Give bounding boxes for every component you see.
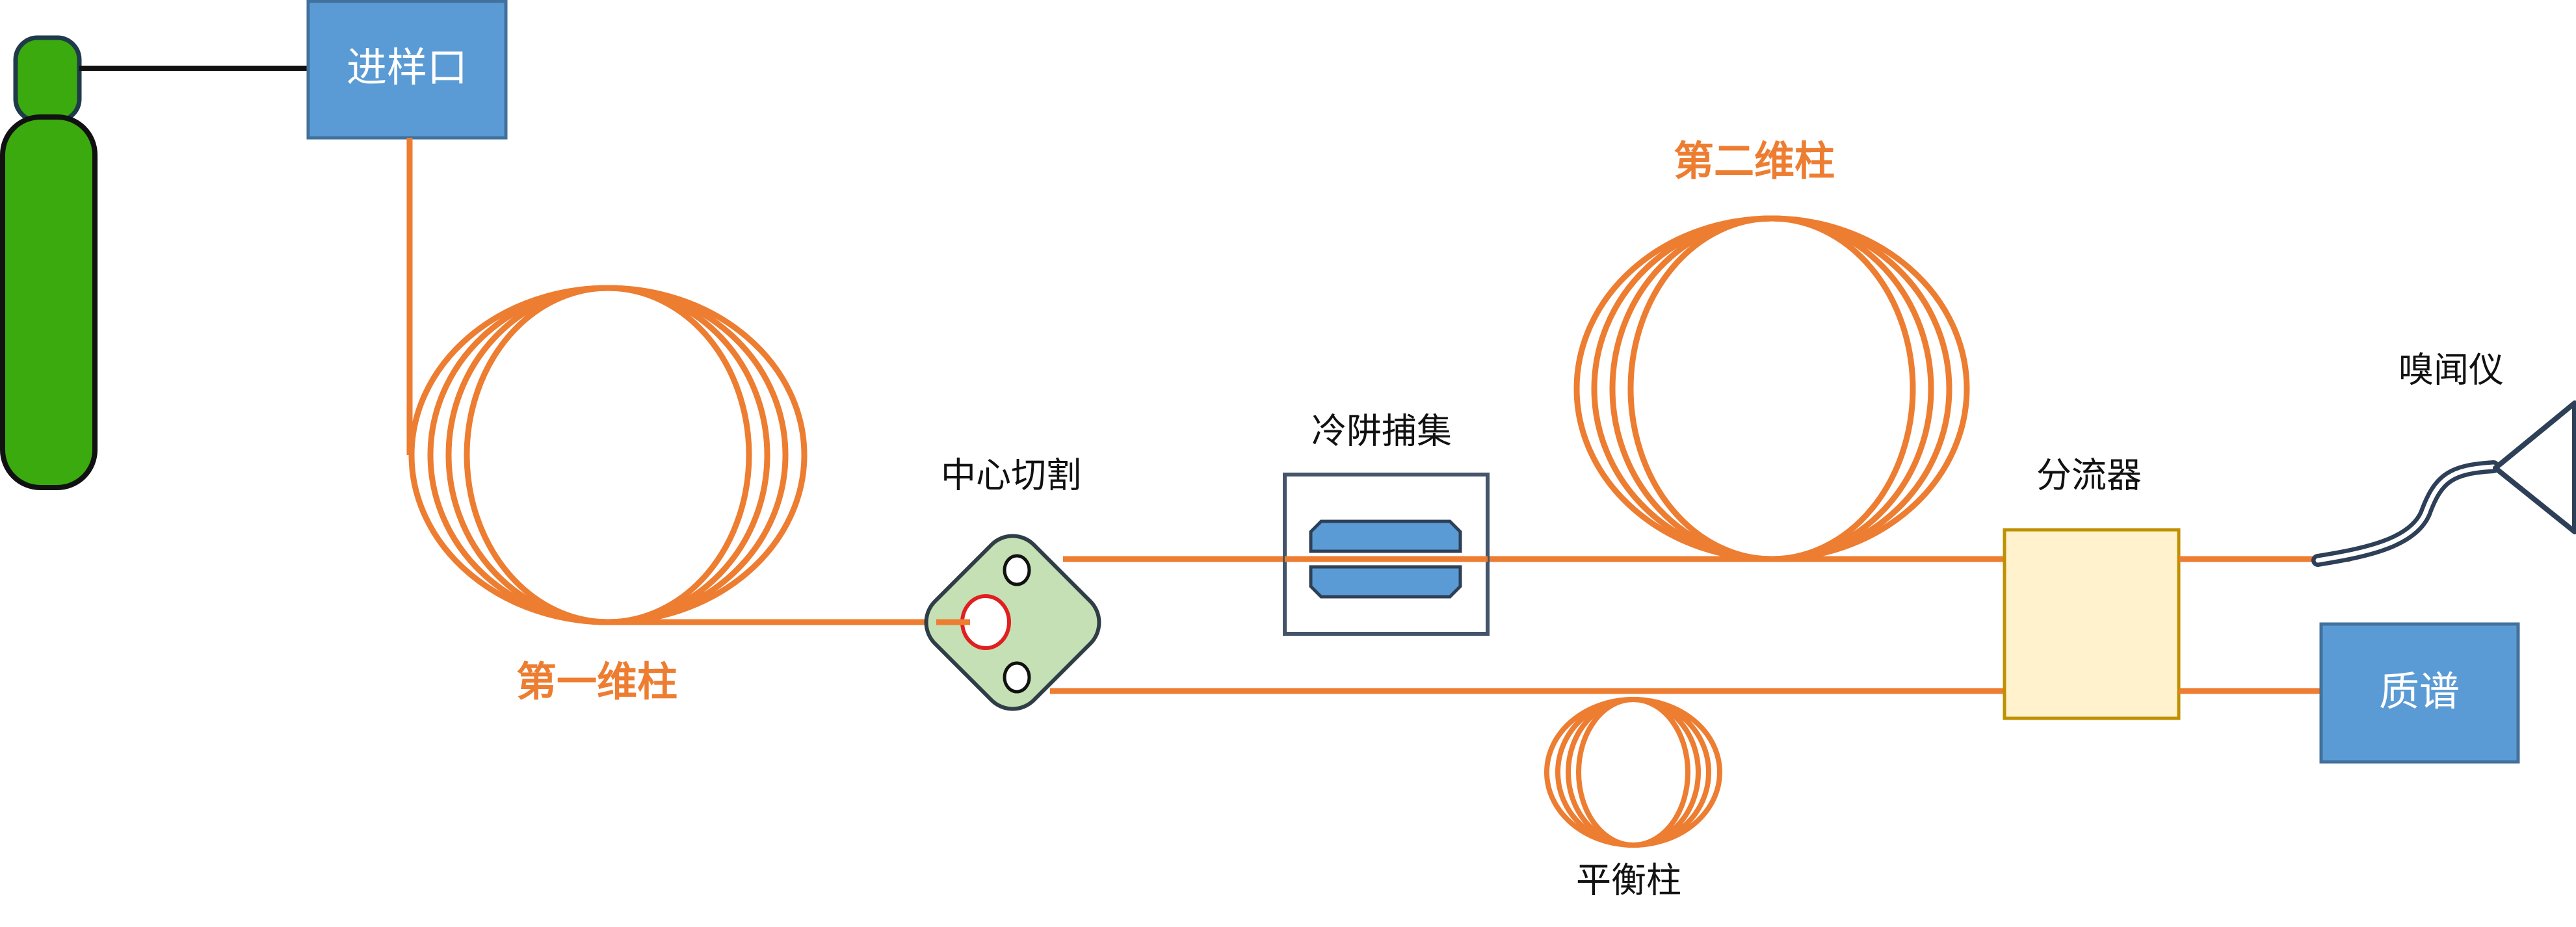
splitter-label: 分流器 <box>2036 455 2142 496</box>
cylinder-valve-cap <box>13 35 82 124</box>
sniff-transfer-line <box>2311 460 2500 567</box>
balance-column-coil <box>1544 697 1722 848</box>
balance-column-label: 平衡柱 <box>1576 860 1681 901</box>
cylinder-body <box>0 114 98 490</box>
mass-spec-box <box>2319 622 2520 764</box>
heart-cut-valve <box>924 534 1101 711</box>
valve-port-bottom <box>1003 661 1031 694</box>
olfactometer-label: 嗅闻仪 <box>2399 350 2504 391</box>
second-column-coil <box>1573 215 1970 562</box>
mass-spec-label: 质谱 <box>2379 668 2460 715</box>
inlet-label: 进样口 <box>347 44 467 91</box>
olfactometer <box>2311 400 2576 567</box>
valve-port-top <box>1003 554 1031 586</box>
splitter-box <box>2003 528 2181 720</box>
first-column-label: 第一维柱 <box>516 658 677 705</box>
cold-trap-block-top <box>1309 519 1462 553</box>
cold-trap-label: 冷阱捕集 <box>1311 411 1452 452</box>
cold-trap-box <box>1283 473 1490 636</box>
cold-trap-block-bottom <box>1309 565 1462 599</box>
first-column-coil <box>408 285 808 625</box>
heart-cut-label: 中心切割 <box>941 455 1081 496</box>
sniff-cone-icon <box>2493 400 2576 534</box>
sniff-transfer-line-inner <box>2315 464 2496 563</box>
gas-cylinder <box>0 35 98 490</box>
second-column-label: 第二维柱 <box>1674 137 1835 185</box>
